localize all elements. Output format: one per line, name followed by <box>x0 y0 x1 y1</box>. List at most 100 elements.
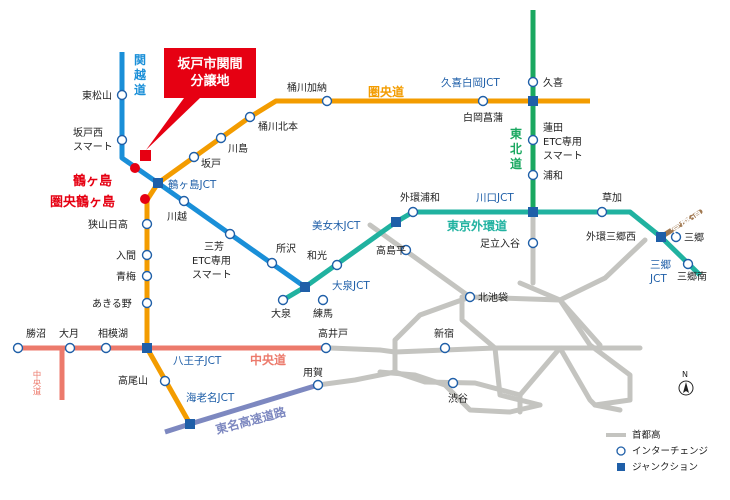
ic-gaikan-urawa <box>407 206 419 218</box>
ic-markers <box>12 76 694 391</box>
jct-hachioji <box>142 343 152 353</box>
ic-label-kawajima: 川島 <box>228 142 248 155</box>
site-pointer <box>146 98 200 150</box>
ic-katsunuma <box>12 342 24 354</box>
label-tomei: 東名高速道路 <box>214 404 288 437</box>
ic-kuki <box>527 76 539 88</box>
ic-ome <box>141 270 153 282</box>
kenou-tsurugashima-label: 圏央鶴ヶ島 <box>50 195 116 210</box>
label-chuo: 中央道 <box>250 352 286 367</box>
tsurugashima-label: 鶴ヶ島 <box>73 174 113 189</box>
ic-nerima <box>317 294 329 306</box>
ic-kawagoe <box>178 195 190 207</box>
ic-label-misato-minami: 三郷南 <box>677 270 707 283</box>
jct-label-tsurugashima: 鶴ヶ島JCT <box>168 178 217 191</box>
label-tohoku-2: 北 <box>510 141 522 156</box>
ic-urawa <box>527 169 539 181</box>
ic-label-takaido: 高井戸 <box>318 327 348 340</box>
ic-okegawa-kano <box>321 95 333 107</box>
kenou-road <box>144 98 590 426</box>
ic-otsuki <box>64 342 76 354</box>
ic-label-otsuki: 大月 <box>59 327 79 340</box>
ic-oizumi <box>277 294 289 306</box>
ic-label-nerima: 練馬 <box>313 307 333 320</box>
ic-wako <box>331 259 343 271</box>
jct-label-bijogi: 美女木JCT <box>312 219 361 232</box>
jct-ebina <box>185 419 195 429</box>
label-kanetsu-3: 道 <box>134 82 146 97</box>
ic-label-hasuda-3: スマート <box>543 151 583 162</box>
legend-ic-label: インターチェンジ <box>632 446 708 457</box>
site-callout: 坂戸市関間 分譲地 <box>164 48 256 98</box>
label-tohoku-1: 東 <box>510 126 522 141</box>
ic-label-gaikan-urawa: 外環浦和 <box>400 191 440 204</box>
ic-label-miyoshi-3: スマート <box>192 270 232 281</box>
compass-north-icon: N <box>678 370 694 396</box>
jct-label-kuki-shiraoka: 久喜白岡JCT <box>441 76 500 89</box>
ic-sagamiko <box>100 342 112 354</box>
jct-label-hachioji: 八王子JCT <box>173 355 222 367</box>
ic-sayama-hidaka <box>141 218 153 230</box>
label-kanetsu-2: 越 <box>133 67 147 82</box>
label-gaikan: 東京外環道 <box>447 218 507 233</box>
ic-shiraoka-shobu <box>477 95 489 107</box>
ic-label-kawagoe: 川越 <box>167 210 187 223</box>
ic-shibuya <box>447 377 459 389</box>
ic-label-soka: 草加 <box>602 192 622 204</box>
tsurugashima-ic-dot <box>130 163 140 173</box>
legend-ic-swatch <box>616 446 626 456</box>
ic-misato <box>670 231 682 243</box>
ic-hasuda <box>527 134 539 146</box>
ic-okegawa-kitamoto <box>244 111 256 123</box>
ic-akiruno <box>141 297 153 309</box>
legend-jct-swatch <box>617 463 625 471</box>
ic-label-katsunuma: 勝沼 <box>26 327 46 340</box>
jct-label-oizumi: 大泉JCT <box>332 279 370 292</box>
ic-shinjuku <box>439 342 451 354</box>
ic-label-shinjuku: 新宿 <box>434 327 454 340</box>
ic-label-hasuda-2: ETC専用 <box>543 136 582 148</box>
legend-shutoko-label: 首都高 <box>632 429 661 441</box>
ic-takaido <box>320 342 332 354</box>
ic-kouyadai <box>400 244 412 256</box>
ic-sakado <box>188 151 200 163</box>
ic-kawajima <box>215 132 227 144</box>
jct-oizumi <box>300 282 310 292</box>
label-kenou: 圏央道 <box>368 84 404 99</box>
ic-label-miyoshi-1: 三芳 <box>204 240 224 253</box>
ic-label-kuki: 久喜 <box>543 76 563 89</box>
ic-label-akiruno: あきる野 <box>92 298 132 310</box>
ic-label-miyoshi-2: ETC専用 <box>192 255 231 267</box>
jct-tsurugashima <box>153 178 163 188</box>
ic-miyoshi <box>224 228 236 240</box>
shutoko-network <box>315 209 648 415</box>
ic-label-okegawa-kitamoto: 桶川北本 <box>258 120 298 133</box>
ic-label-sayama-hidaka: 狭山日高 <box>88 218 128 231</box>
ic-label-kitaikebukuro: 北池袋 <box>478 291 508 304</box>
ic-label-higashimatsuyama: 東松山 <box>82 89 112 102</box>
ic-label-urawa: 浦和 <box>543 169 563 182</box>
jct-label-ebina: 海老名JCT <box>186 391 235 404</box>
jct-kuki-shiraoka <box>528 96 538 106</box>
ic-label-kouyadai: 高島平 <box>376 244 406 257</box>
ic-label-sakado: 坂戸 <box>201 158 221 170</box>
ic-label-gaikan-misato-nishi: 外環三郷西 <box>586 231 636 243</box>
ic-label-wako: 和光 <box>307 249 327 262</box>
jct-label-misato-a: 三郷 <box>650 258 671 271</box>
ic-label-adachi-iriya: 足立入谷 <box>480 237 520 250</box>
ic-label-yoga: 用賀 <box>303 367 323 379</box>
svg-text:N: N <box>682 370 688 379</box>
ic-takaosan <box>159 375 171 387</box>
ic-tokorozawa <box>266 257 278 269</box>
ic-label-okegawa-kano: 桶川加納 <box>287 81 327 94</box>
ic-label-takaosan: 高尾山 <box>118 374 148 387</box>
ic-soka <box>596 206 608 218</box>
joban-road <box>658 209 703 240</box>
ic-higashimatsuyama <box>116 89 128 101</box>
ic-adachi-iriya <box>527 237 539 249</box>
ic-label-shibuya: 渋谷 <box>448 392 468 405</box>
ic-label-oizumi: 大泉 <box>271 307 291 320</box>
ic-label-sakado-nishi-2: スマート <box>73 142 113 153</box>
legend-jct-label: ジャンクション <box>632 462 698 473</box>
